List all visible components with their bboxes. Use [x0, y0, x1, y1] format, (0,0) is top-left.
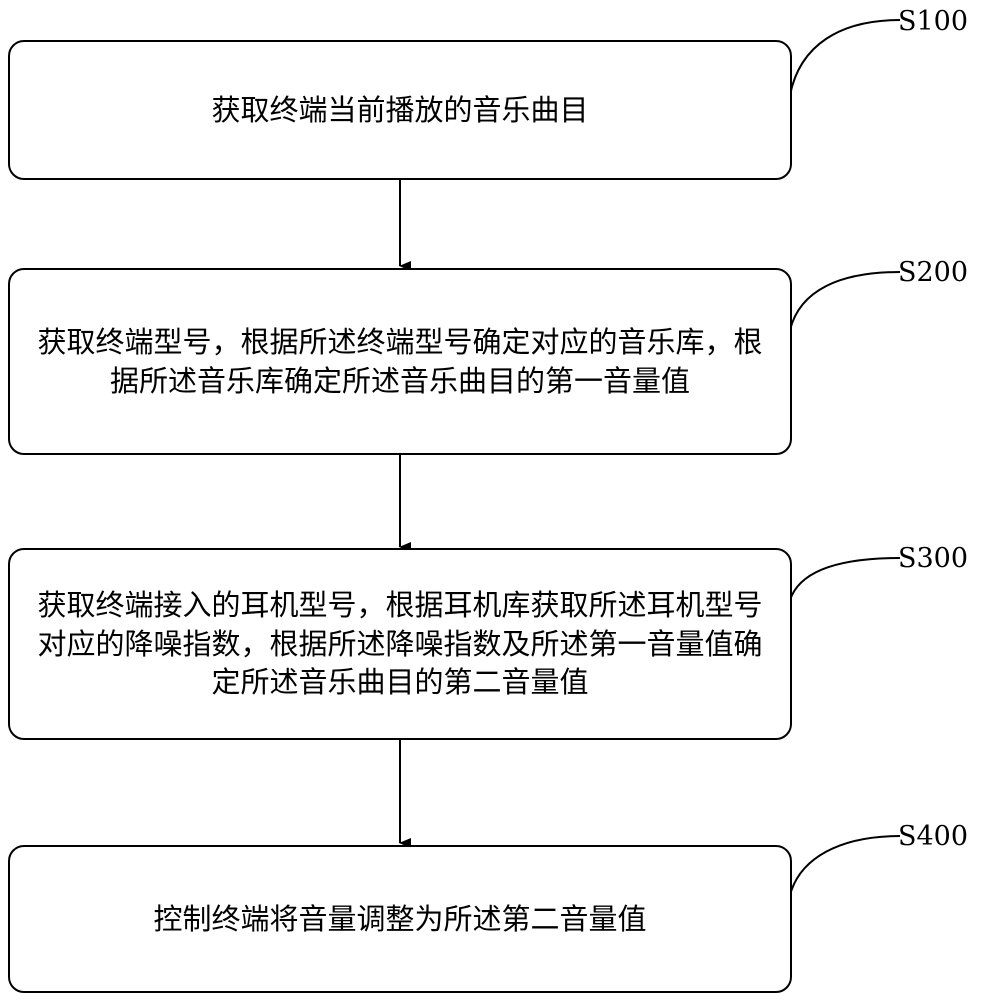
step-label-s300: S300 — [898, 543, 969, 574]
step-text-s300: 获取终端接入的耳机型号，根据耳机库获取所述耳机型号对应的降噪指数，根据所述降噪指… — [37, 587, 763, 700]
step-text-s400: 控制终端将音量调整为所述第二音量值 — [153, 901, 647, 936]
step-box-s200: 获取终端型号，根据所述终端型号确定对应的音乐库，根据所述音乐库确定所述音乐曲目的… — [8, 268, 792, 455]
step-box-s400: 控制终端将音量调整为所述第二音量值 — [8, 845, 792, 993]
leader-curve-s400 — [789, 835, 901, 896]
step-text-s100: 获取终端当前播放的音乐曲目 — [211, 92, 589, 127]
step-box-s300: 获取终端接入的耳机型号，根据耳机库获取所述耳机型号对应的降噪指数，根据所述降噪指… — [8, 548, 792, 740]
step-label-s200: S200 — [898, 257, 969, 288]
leader-curve-s200 — [789, 271, 901, 331]
leader-curve-s300 — [789, 557, 901, 601]
step-box-s100: 获取终端当前播放的音乐曲目 — [8, 40, 792, 180]
step-label-s100: S100 — [898, 6, 969, 37]
step-text-s200: 获取终端型号，根据所述终端型号确定对应的音乐库，根据所述音乐库确定所述音乐曲目的… — [37, 324, 763, 398]
step-label-s400: S400 — [898, 821, 969, 852]
leader-curve-s100 — [789, 19, 901, 96]
